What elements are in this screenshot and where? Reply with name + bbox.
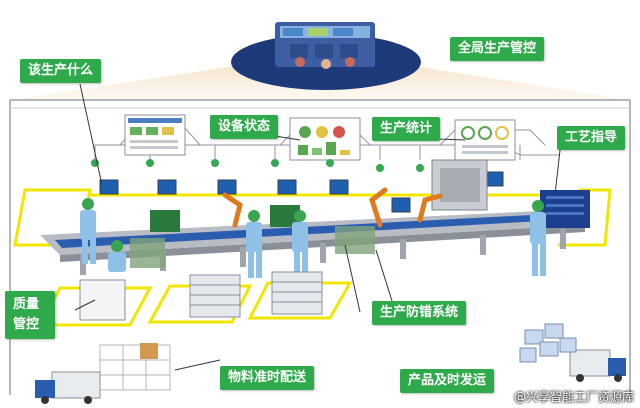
label-process-guidance: 工艺指导 xyxy=(557,126,626,150)
warehouse-buildings xyxy=(519,323,577,363)
label-global-control: 全局生产管控 xyxy=(450,37,545,61)
dashboard-status xyxy=(289,117,361,161)
process-machine xyxy=(431,159,590,228)
workers xyxy=(80,198,546,278)
truck-right xyxy=(569,349,626,382)
dashboard-left xyxy=(124,114,186,156)
label-product-shipping: 产品及时发运 xyxy=(400,369,495,393)
label-what-to-produce: 该生产什么 xyxy=(20,59,102,83)
label-error-proofing: 生产防错系统 xyxy=(372,301,467,325)
signal-lights xyxy=(91,159,424,172)
factory-hall-outline xyxy=(9,99,631,395)
label-quality-control-line1: 质量 xyxy=(13,297,40,312)
label-material-delivery: 物料准时配送 xyxy=(220,366,315,390)
label-production-stats: 生产统计 xyxy=(372,117,441,141)
truck-left xyxy=(35,371,101,404)
material-carts xyxy=(79,271,323,321)
equipment-blocks xyxy=(130,205,375,268)
storage-rack xyxy=(99,343,171,391)
workstation-monitors xyxy=(99,171,504,213)
control-room-image xyxy=(231,22,421,90)
label-quality-control: 质量 管控 xyxy=(5,291,55,339)
label-quality-control-line2: 管控 xyxy=(13,317,40,332)
label-equipment-status: 设备状态 xyxy=(210,115,279,139)
watermark: @兴享智能工厂资源库 xyxy=(513,390,634,404)
robot-arms xyxy=(222,187,443,228)
